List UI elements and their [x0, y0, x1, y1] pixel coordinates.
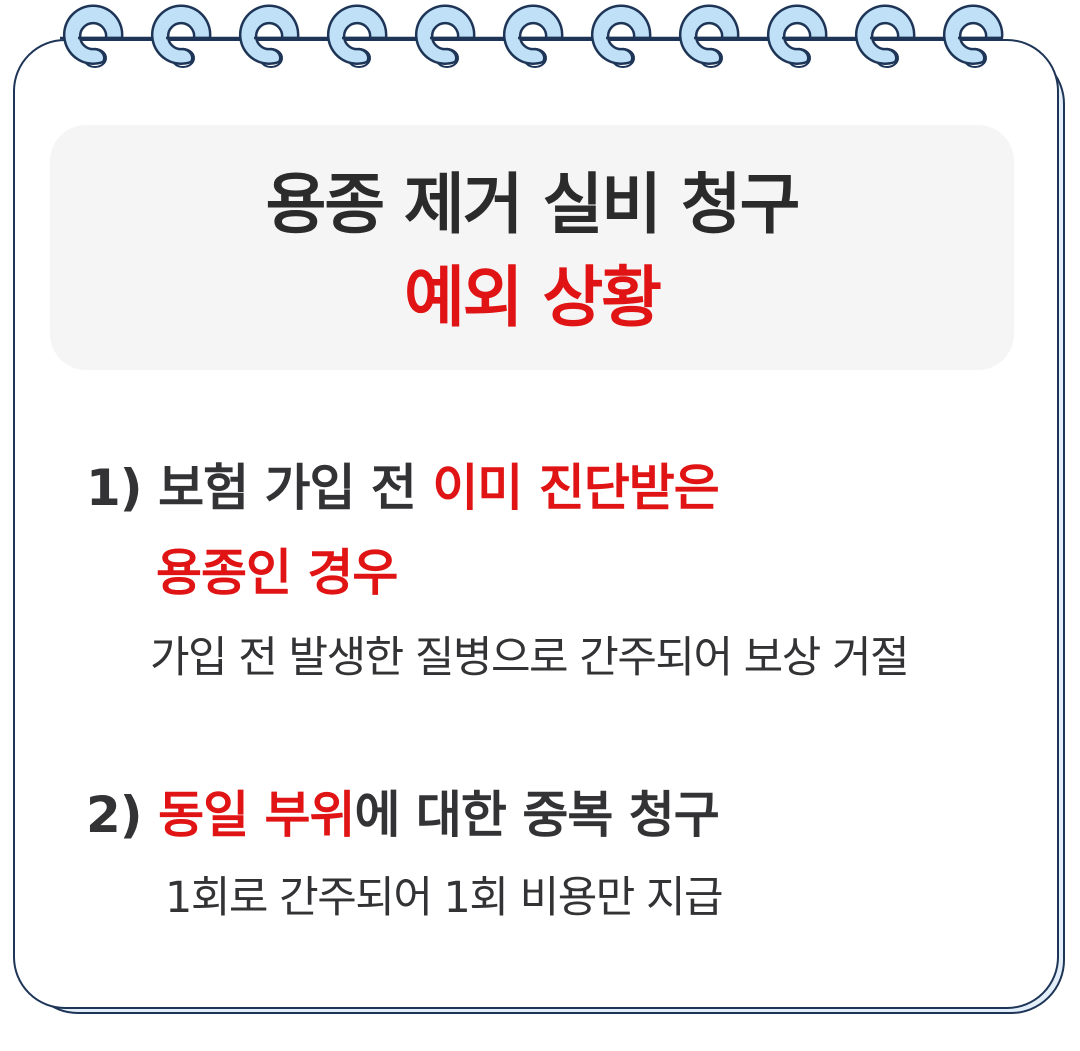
- spiral-binding-icon: [60, 4, 1004, 68]
- item-2-number: 2): [86, 786, 143, 844]
- ring-icon: [238, 4, 300, 68]
- ring-icon: [62, 4, 124, 68]
- item-1-heading: 1) 보험 가입 전 이미 진단받은: [86, 458, 720, 518]
- title-box: 용종 제거 실비 청구 예외 상황: [50, 125, 1014, 370]
- item-2-description: 1회로 간주되어 1회 비용만 지급: [165, 873, 724, 923]
- item-1-description: 가입 전 발생한 질병으로 간주되어 보상 거절: [150, 633, 910, 683]
- item-2-heading-plain: 에 대한 중복 청구: [354, 786, 720, 844]
- ring-icon: [150, 4, 212, 68]
- page-title: 용종 제거 실비 청구: [265, 166, 801, 243]
- item-1-number: 1): [86, 459, 143, 517]
- ring-icon: [502, 4, 564, 68]
- item-1-heading-highlight: 이미 진단받은: [432, 459, 719, 517]
- ring-icon: [854, 4, 916, 68]
- ring-icon: [326, 4, 388, 68]
- ring-icon: [766, 4, 828, 68]
- item-1-heading-line2: 용종인 경우: [156, 544, 398, 602]
- ring-icon: [590, 4, 652, 68]
- ring-icon: [678, 4, 740, 68]
- ring-icon: [942, 4, 1004, 68]
- ring-icon: [414, 4, 476, 68]
- page-subtitle: 예외 상황: [404, 259, 662, 336]
- item-1-heading-plain: 보험 가입 전: [158, 459, 433, 517]
- ring-icon: [62, 4, 1004, 68]
- item-2-heading-highlight: 동일 부위: [158, 786, 355, 844]
- item-2-heading: 2) 동일 부위에 대한 중복 청구: [86, 785, 720, 845]
